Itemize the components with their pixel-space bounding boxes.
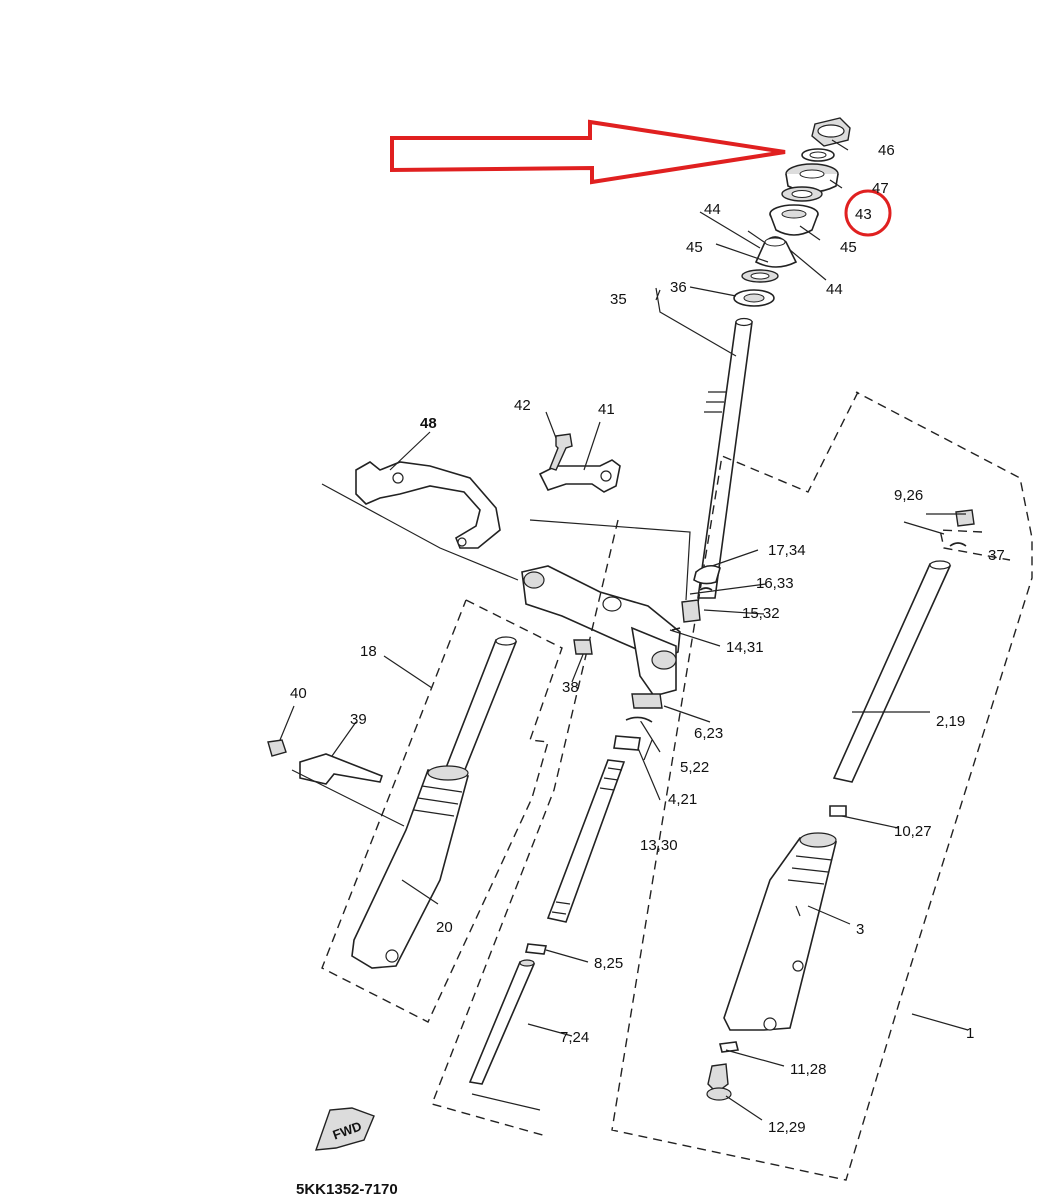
callout-1: 1 xyxy=(966,1025,974,1042)
callout-39: 39 xyxy=(350,711,367,728)
boundary-left-fork xyxy=(321,599,563,1023)
callout-6-23: 6,23 xyxy=(694,725,723,742)
callout-4-21: 4,21 xyxy=(668,791,697,808)
callout-11-28: 11,28 xyxy=(790,1061,826,1078)
callout-8-25: 8,25 xyxy=(594,955,623,972)
callout-47: 47 xyxy=(872,180,889,197)
fwd-direction-icon: FWD xyxy=(314,1107,375,1151)
highlight-circle xyxy=(844,189,892,237)
bolt-42 xyxy=(549,433,573,471)
callout-labels: 46 47 43 45 44 44 45 36 35 48 42 41 9,26… xyxy=(290,142,1005,1136)
callout-38: 38 xyxy=(562,679,579,696)
clip-37 xyxy=(949,542,967,547)
right-outer-tube-3 xyxy=(723,832,837,1031)
race-44-lower xyxy=(754,236,798,268)
callout-5-22: 5,22 xyxy=(680,759,709,776)
steering-head-parts xyxy=(733,117,851,307)
bracket-48 xyxy=(355,461,501,549)
right-fork-tube-2-19 xyxy=(832,560,952,783)
callout-15-32: 15,32 xyxy=(742,605,780,622)
callout-9-26: 9,26 xyxy=(894,487,923,504)
callout-43: 43 xyxy=(855,206,872,223)
callout-35: 35 xyxy=(610,291,627,308)
stay-39 xyxy=(299,753,383,785)
inner-parts-column xyxy=(468,564,721,1085)
callout-16-33: 16,33 xyxy=(756,575,794,592)
bolt-40 xyxy=(267,739,287,757)
callout-45-a: 45 xyxy=(840,239,857,256)
callout-7-24: 7,24 xyxy=(560,1029,589,1046)
left-outer-tube-20 xyxy=(351,765,470,969)
callout-10-27: 10,27 xyxy=(894,823,932,840)
callout-48: 48 xyxy=(420,415,437,432)
callout-17-34: 17,34 xyxy=(768,542,806,559)
callout-3: 3 xyxy=(856,921,864,938)
callout-36: 36 xyxy=(670,279,687,296)
callout-40: 40 xyxy=(290,685,307,702)
boundary-inner-parts xyxy=(431,519,619,1137)
callout-13-30: 13,30 xyxy=(640,837,678,854)
callout-42: 42 xyxy=(514,397,531,414)
callout-44-b: 44 xyxy=(826,281,843,298)
bolt-12-29 xyxy=(707,1063,729,1091)
left-fork-tube xyxy=(440,636,518,783)
callout-18: 18 xyxy=(360,643,377,660)
callout-45-b: 45 xyxy=(686,239,703,256)
highlight-arrow xyxy=(390,119,786,185)
leader-lines xyxy=(321,139,849,801)
callout-44-a: 44 xyxy=(704,201,721,218)
callout-2-19: 2,19 xyxy=(936,713,965,730)
cap-bolt-9-26 xyxy=(955,509,975,527)
boundary-right-fork xyxy=(611,391,1033,1181)
callout-20: 20 xyxy=(436,919,453,936)
callout-41: 41 xyxy=(598,401,615,418)
callout-37: 37 xyxy=(988,547,1005,564)
catalog-code: 5KK1352-7170 xyxy=(296,1181,398,1198)
callout-12-29: 12,29 xyxy=(768,1119,806,1136)
spring-seat-10-27 xyxy=(829,805,847,817)
callout-14-31: 14,31 xyxy=(726,639,764,656)
washer-11-28 xyxy=(719,1041,739,1053)
callout-46: 46 xyxy=(878,142,895,159)
steering-stem-35 xyxy=(521,317,753,697)
